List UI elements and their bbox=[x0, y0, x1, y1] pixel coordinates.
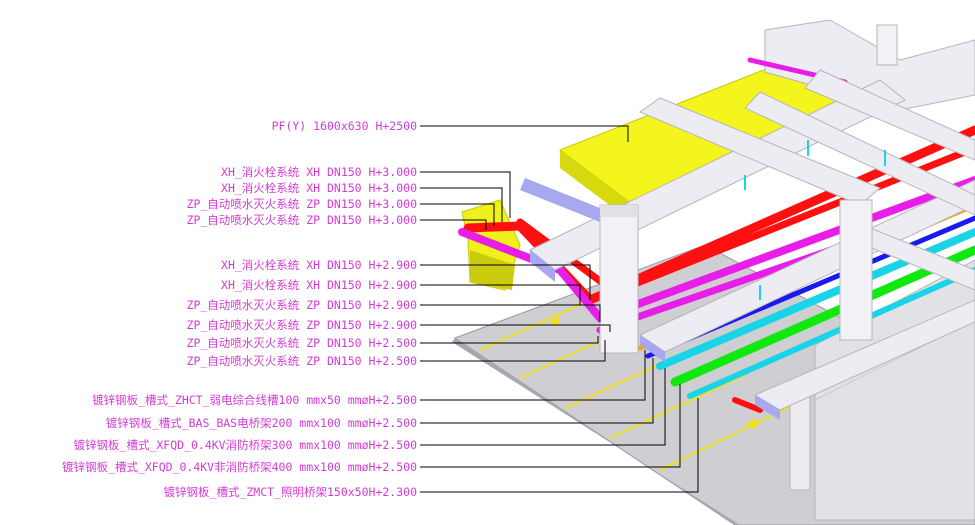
columns bbox=[599, 199, 873, 354]
leader-line bbox=[420, 340, 606, 362]
leader-line bbox=[420, 324, 611, 332]
floor-slab-edge bbox=[452, 338, 740, 525]
hangers bbox=[744, 140, 886, 300]
label-zp-h2500-a: ZP_自动喷水灭火系统 ZP DN150 H+2.500 bbox=[187, 336, 418, 350]
leader-line bbox=[420, 264, 591, 300]
label-xh-h2900-b: XH_消火栓系统 XH DN150 H+2.900 bbox=[221, 278, 417, 292]
leader-line bbox=[420, 398, 699, 493]
model-view bbox=[452, 19, 975, 525]
label-bas-tray: 镀锌钢板_槽式_BAS_BAS电桥架200 mmx100 mmøH+2.500 bbox=[106, 416, 417, 430]
label-zp-h2900-b: ZP_自动喷水灭火系统 ZP DN150 H+2.900 bbox=[187, 318, 418, 332]
leader-line bbox=[420, 358, 654, 424]
leader-line bbox=[420, 304, 601, 322]
leader-line bbox=[420, 368, 666, 446]
upper-column bbox=[876, 24, 898, 66]
leader-lines bbox=[420, 125, 699, 493]
tray-red-small bbox=[732, 397, 763, 413]
leader-line bbox=[420, 125, 629, 142]
leader-line bbox=[420, 203, 495, 226]
column-left bbox=[599, 204, 639, 354]
label-xfqd-nonfire-tray: 镀锌钢板_槽式_XFQD_0.4KV非消防桥架400 mmx100 mmøH+2… bbox=[62, 460, 417, 474]
leader-line bbox=[420, 284, 581, 305]
annotation-labels: PF(Y) 1600x630 H+2500 XH_消火栓系统 XH DN150 … bbox=[62, 119, 417, 499]
label-xh-h3000-a: XH_消火栓系统 XH DN150 H+3.000 bbox=[221, 165, 417, 179]
side-wall bbox=[814, 259, 975, 521]
label-pf-duct: PF(Y) 1600x630 H+2500 bbox=[272, 119, 417, 133]
label-zp-h3000-a: ZP_自动喷水灭火系统 ZP DN150 H+3.000 bbox=[187, 197, 418, 211]
label-zmct-lighting-tray: 镀锌钢板_槽式_ZMCT_照明桥架150x50H+2.300 bbox=[164, 485, 418, 499]
air-duct-end-side bbox=[470, 250, 515, 290]
label-zp-h2500-b: ZP_自动喷水灭火系统 ZP DN150 H+2.500 bbox=[187, 354, 418, 368]
tray-green bbox=[670, 245, 975, 387]
label-zhct-tray: 镀锌钢板_槽式_ZHCT_弱电综合线槽100 mmx50 mmøH+2.500 bbox=[92, 393, 417, 407]
leader-line bbox=[420, 336, 599, 344]
upper-structure bbox=[764, 19, 975, 111]
leader-line bbox=[420, 384, 681, 468]
tray-cyan-2 bbox=[687, 267, 975, 399]
label-zp-h3000-b: ZP_自动喷水灭火系统 ZP DN150 H+3.000 bbox=[187, 213, 418, 227]
label-zp-h2900-a: ZP_自动喷水灭火系统 ZP DN150 H+2.900 bbox=[187, 298, 418, 312]
leader-line bbox=[420, 350, 646, 401]
label-xfqd-fire-tray: 镀锌钢板_槽式_XFQD_0.4KV消防桥架300 mmx100 mmøH+2.… bbox=[74, 438, 418, 452]
leader-line bbox=[420, 171, 511, 218]
column-middle bbox=[839, 199, 873, 341]
leader-line bbox=[420, 219, 487, 230]
leader-line bbox=[420, 187, 503, 222]
label-xh-h2900-a: XH_消火栓系统 XH DN150 H+2.900 bbox=[221, 258, 417, 272]
label-xh-h3000-b: XH_消火栓系统 XH DN150 H+3.000 bbox=[221, 181, 417, 195]
